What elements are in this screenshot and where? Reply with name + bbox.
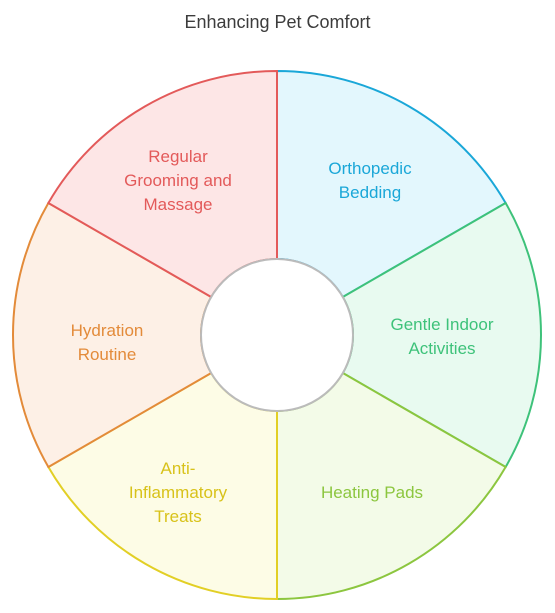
segment-label-line: Routine: [78, 345, 137, 364]
segment-label-line: Regular: [148, 147, 208, 166]
segment-label-line: Grooming and: [124, 171, 232, 190]
center-circle: [200, 258, 354, 412]
segment-label-line: Massage: [144, 195, 213, 214]
segment-label-line: Inflammatory: [129, 483, 228, 502]
diagram-title: Enhancing Pet Comfort: [184, 12, 371, 32]
segment-label-line: Treats: [154, 507, 202, 526]
segment-label-line: Heating Pads: [321, 483, 423, 502]
segment-label-line: Activities: [408, 339, 475, 358]
segment-label-line: Hydration: [71, 321, 144, 340]
segment-label-line: Orthopedic: [328, 159, 412, 178]
segment-label-line: Gentle Indoor: [390, 315, 493, 334]
segment-label-3: Heating Pads: [321, 483, 423, 502]
segment-label-line: Bedding: [339, 183, 401, 202]
segment-label-line: Anti-: [161, 459, 196, 478]
